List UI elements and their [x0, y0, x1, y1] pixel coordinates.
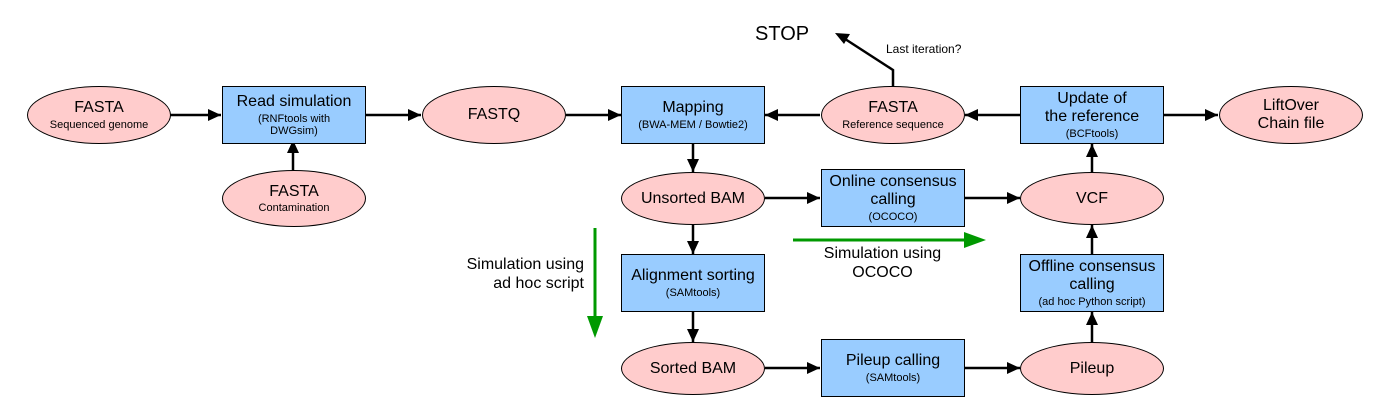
edge-ref-to-stop	[841, 35, 895, 86]
node-title: Sorted BAM	[649, 359, 737, 377]
arrowhead	[208, 109, 221, 121]
arrowhead	[1086, 312, 1098, 325]
node-pileup-calling: Pileup calling (SAMtools)	[821, 339, 965, 397]
node-title: calling	[870, 190, 916, 208]
node-offline-consensus: Offline consensus calling (ad hoc Python…	[1020, 254, 1164, 312]
arrowhead	[687, 329, 699, 342]
node-subtitle: Contamination	[258, 202, 330, 215]
node-online-consensus: Online consensus calling (OCOCO)	[821, 169, 965, 227]
node-title: the reference	[1044, 107, 1140, 125]
arrowhead	[587, 316, 603, 338]
node-alignment-sorting: Alignment sorting (SAMtools)	[621, 254, 765, 312]
arrowhead	[408, 109, 421, 121]
node-fasta-reference: FASTA Reference sequence	[821, 86, 965, 144]
node-unsorted-bam: Unsorted BAM	[621, 172, 765, 225]
node-title: FASTA	[868, 99, 918, 117]
node-subtitle: (SAMtools)	[665, 286, 721, 299]
node-title: FASTQ	[467, 106, 521, 124]
node-title: Alignment sorting	[631, 267, 755, 285]
node-title: Pileup	[1069, 359, 1115, 377]
arrowhead	[765, 109, 778, 121]
arrowhead	[1007, 192, 1020, 204]
node-subtitle: (BWA-MEM / Bowtie2)	[638, 118, 748, 131]
arrowhead	[807, 362, 820, 374]
arrowhead	[1205, 109, 1218, 121]
node-title: Pileup calling	[845, 352, 941, 370]
node-subtitle: Sequenced genome	[49, 118, 149, 131]
node-update-reference: Update of the reference (BCFtools)	[1020, 86, 1164, 144]
arrowhead	[687, 241, 699, 254]
node-subtitle: (BCFtools)	[1065, 127, 1119, 140]
node-subtitle: (OCOCO)	[868, 210, 918, 223]
node-title: Mapping	[662, 99, 724, 117]
node-liftover: LiftOver Chain file	[1219, 86, 1363, 144]
node-title: calling	[1069, 275, 1115, 293]
node-pileup: Pileup	[1020, 342, 1164, 395]
node-subtitle: (SAMtools)	[865, 371, 921, 384]
node-title: FASTA	[269, 182, 319, 200]
arrowhead	[835, 33, 850, 44]
label-line: Simulation using	[823, 245, 942, 262]
sim-ococo-label: Simulation using OCOCO	[800, 244, 965, 282]
node-title: LiftOver	[1262, 97, 1319, 115]
node-subtitle: Reference sequence	[842, 118, 944, 131]
node-title: Update of	[1057, 90, 1127, 108]
node-subtitle: DWGsim)	[270, 124, 318, 137]
node-fastq: FASTQ	[422, 86, 566, 144]
arrowhead	[287, 140, 299, 153]
arrowhead	[1086, 144, 1098, 157]
arrowhead	[964, 232, 986, 248]
sim-adhoc-label: Simulation using ad hoc script	[436, 255, 584, 293]
label-line: OCOCO	[852, 264, 913, 282]
arrowhead	[687, 159, 699, 172]
label-line: Simulation using	[466, 256, 584, 273]
node-title: FASTA	[74, 99, 124, 117]
stop-label: STOP	[755, 23, 810, 45]
arrowhead	[965, 109, 978, 121]
node-sorted-bam: Sorted BAM	[621, 342, 765, 395]
arrowhead	[1007, 362, 1020, 374]
node-subtitle: (RNFtools with	[257, 112, 331, 125]
node-title: Unsorted BAM	[640, 189, 746, 207]
node-fasta-contamination: FASTA Contamination	[222, 170, 366, 227]
label-line: ad hoc script	[493, 275, 584, 293]
node-title: Online consensus	[829, 173, 957, 191]
last-iteration-label: Last iteration?	[886, 42, 962, 56]
node-fasta-genome: FASTA Sequenced genome	[27, 86, 171, 144]
node-read-simulation: Read simulation (RNFtools with DWGsim)	[222, 86, 366, 144]
node-title: VCF	[1076, 189, 1108, 207]
node-mapping: Mapping (BWA-MEM / Bowtie2)	[621, 86, 765, 144]
node-vcf: VCF	[1020, 172, 1164, 225]
node-title: Offline consensus	[1028, 258, 1156, 276]
node-title: Read simulation	[236, 93, 352, 111]
arrowhead	[608, 109, 621, 121]
arrowhead	[1086, 225, 1098, 238]
node-title: Chain file	[1257, 115, 1325, 132]
arrowhead	[807, 192, 820, 204]
node-subtitle: (ad hoc Python script)	[1038, 295, 1146, 308]
